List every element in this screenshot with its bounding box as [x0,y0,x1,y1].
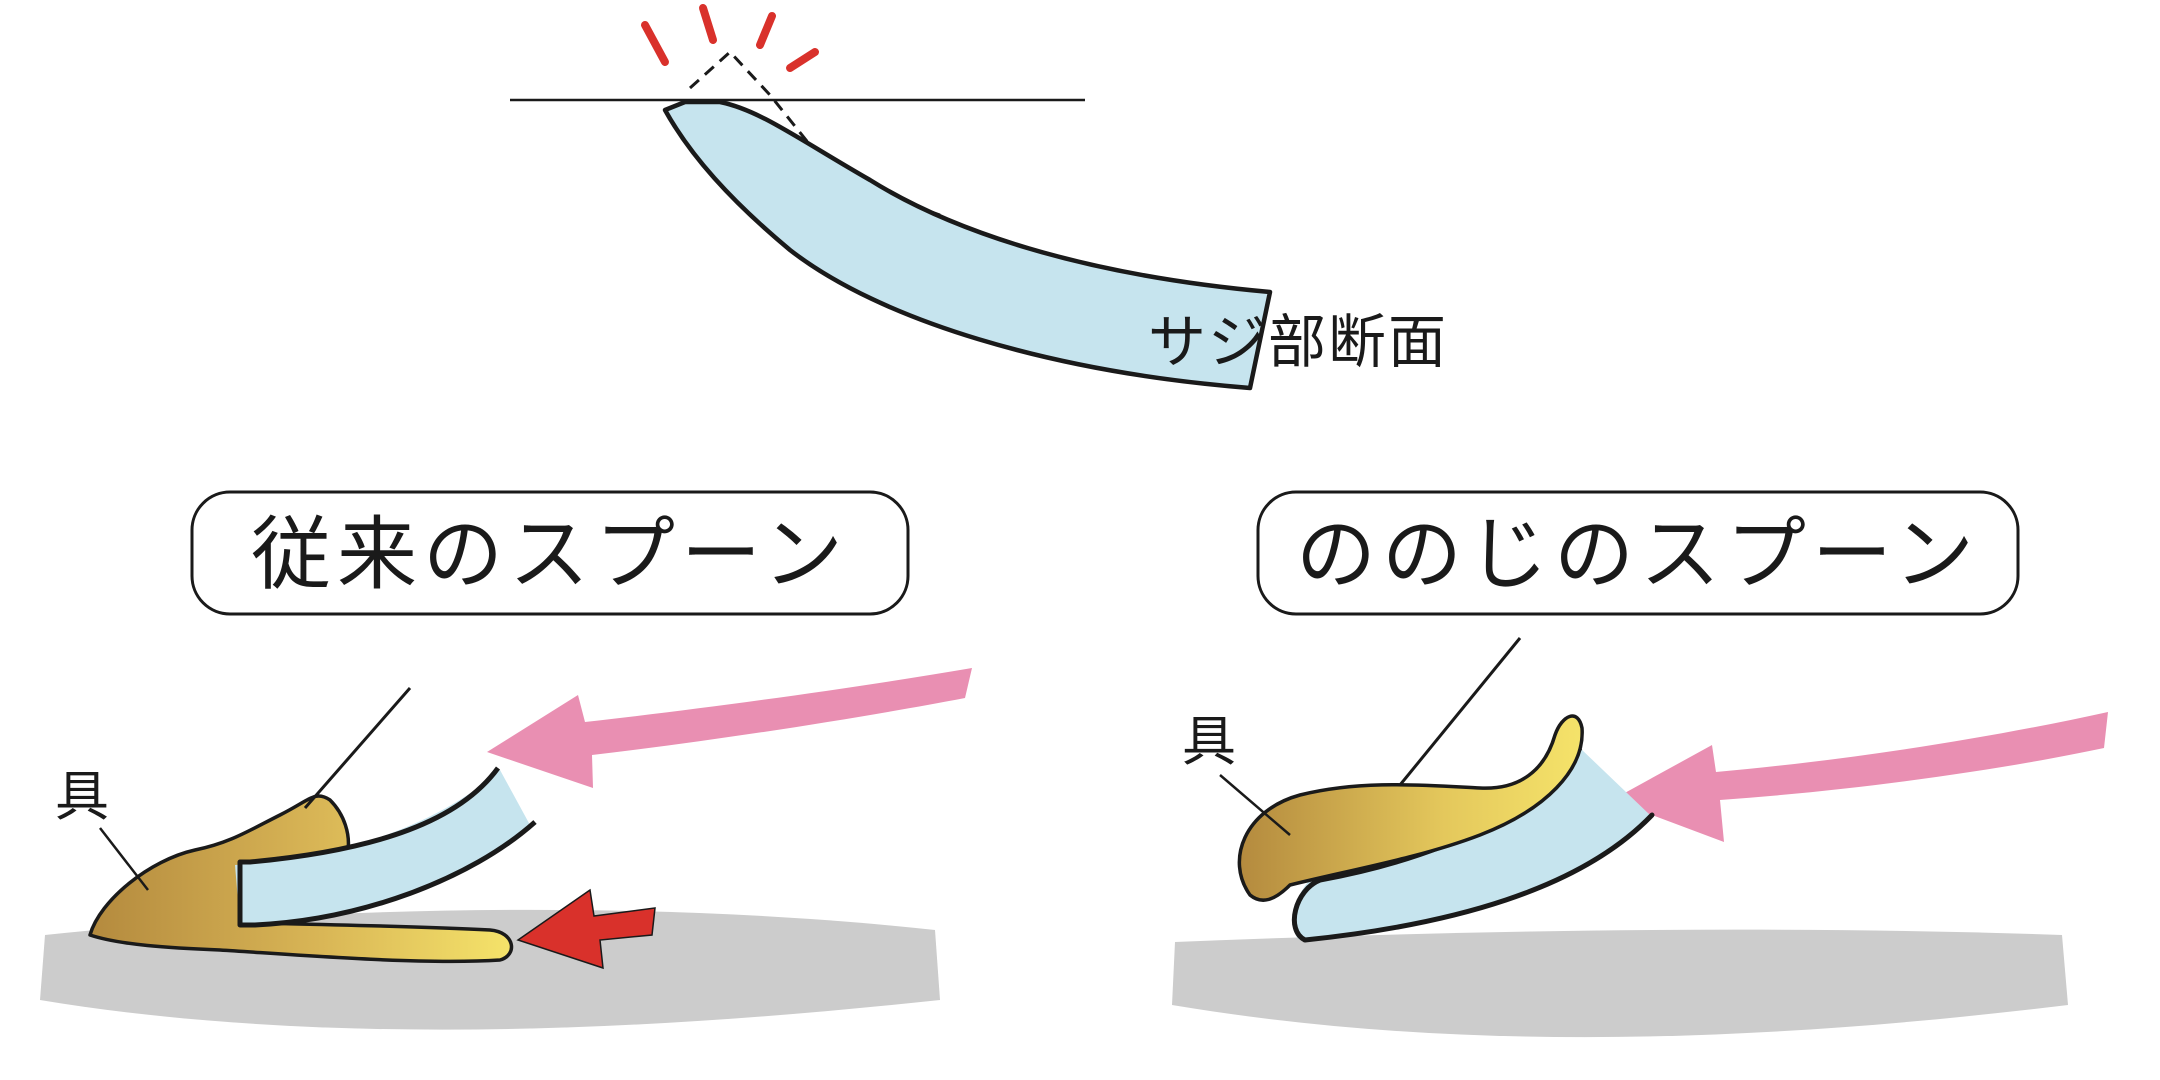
spoon-handle [303,687,412,809]
spoon-outline-lower [1302,812,1655,943]
food-blob [1237,714,1584,902]
food-label-leader [1219,774,1291,836]
dashed-original-tip [688,49,941,217]
conventional-spoon-panel: 従来のスプーン 具 [40,490,972,1030]
red-emphasis-marks [641,4,819,72]
spoon-bowl [1293,748,1650,940]
cross-section-figure: サジ部断面 [510,4,1448,391]
panel-title: 従来のスプーン [251,508,849,601]
section-caption: サジ部断面 [1148,308,1448,376]
panel-title-box [190,490,910,616]
food-label-leader [99,827,149,891]
spoon-section-shape [662,99,1273,391]
panel-title-box [1256,490,2020,616]
push-arrow [487,668,972,788]
push-arrow [1612,712,2108,842]
nonoji-spoon-panel: ののじのスプーン 具 [1172,490,2108,1038]
food-label: 具 [1182,710,1236,773]
food-label: 具 [55,765,109,828]
panel-title: ののじのスプーン [1296,508,1980,601]
spoon-outline [237,766,537,928]
plate-surface [1172,929,2068,1038]
spoon-handle [1398,637,1522,786]
resistance-arrow [516,888,656,970]
